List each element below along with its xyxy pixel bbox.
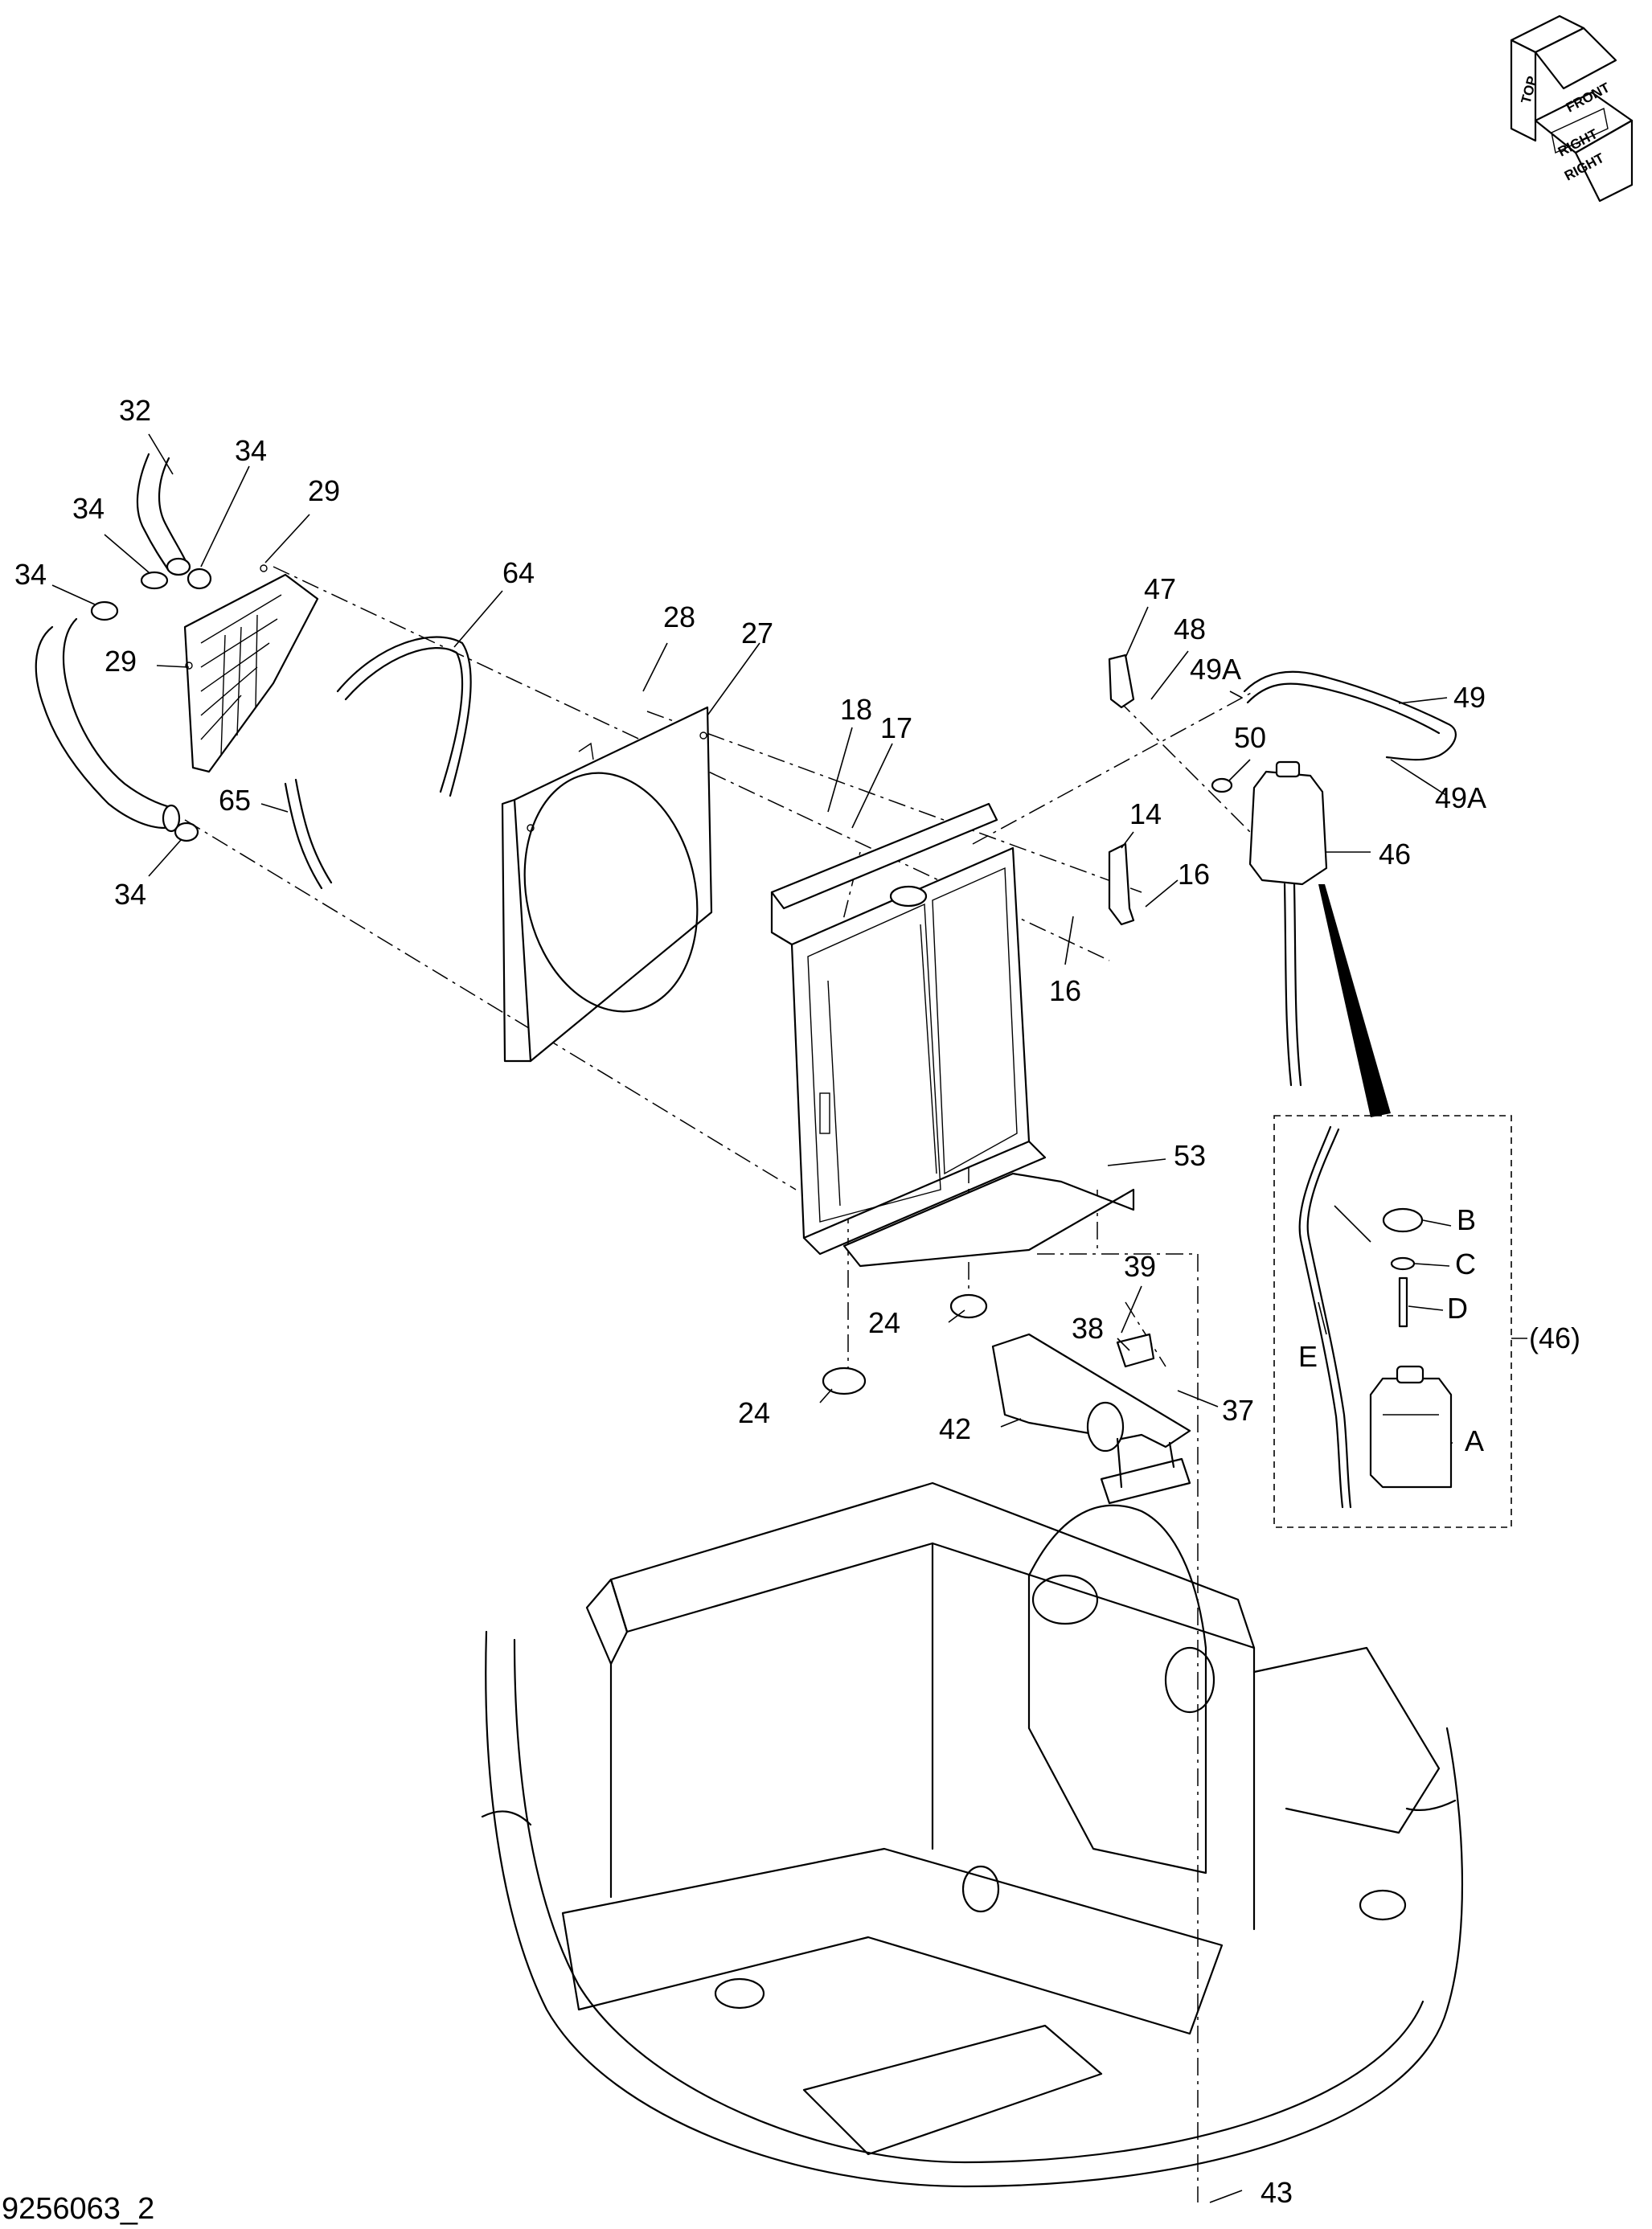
detail-oring-C bbox=[1390, 1256, 1416, 1271]
callout-32: 32 bbox=[119, 394, 151, 427]
bracket-42 bbox=[991, 1333, 1191, 1505]
callout-47: 47 bbox=[1144, 572, 1176, 605]
clamp-50 bbox=[1211, 777, 1233, 793]
callout-16-a: 16 bbox=[1178, 858, 1210, 891]
reserve-tank-46 bbox=[1248, 760, 1391, 1117]
hose-32 bbox=[136, 453, 191, 576]
callout-17: 17 bbox=[880, 711, 912, 744]
callout-34-d: 34 bbox=[114, 878, 146, 911]
callout-49A-a: 49A bbox=[1190, 653, 1241, 686]
detail-box bbox=[1273, 1115, 1512, 1528]
orientation-cube: TOP FRONT RIGHT RIGHT bbox=[1510, 14, 1634, 203]
callout-37: 37 bbox=[1222, 1394, 1254, 1427]
mount-38 bbox=[1116, 1333, 1155, 1368]
fan-shroud-27 bbox=[501, 706, 713, 1063]
detail-hose-E bbox=[1298, 1125, 1352, 1509]
upper-frame bbox=[481, 1481, 1463, 2188]
clamps-34 bbox=[90, 567, 212, 842]
seal-64 bbox=[336, 636, 472, 797]
callout-49: 49 bbox=[1453, 681, 1486, 714]
callout-18: 18 bbox=[840, 693, 872, 726]
bracket-47 bbox=[1108, 654, 1135, 709]
callout-C: C bbox=[1455, 1248, 1476, 1280]
callout-16-b: 16 bbox=[1049, 974, 1081, 1007]
callout-38: 38 bbox=[1072, 1312, 1104, 1345]
callout-labels: 32 34 34 34 34 29 29 64 65 28 27 18 17 1… bbox=[2, 394, 1580, 2226]
subassembly-ref: (46) bbox=[1529, 1321, 1580, 1354]
callout-E: E bbox=[1298, 1340, 1318, 1373]
callout-34-b: 34 bbox=[72, 492, 105, 525]
radiator bbox=[770, 802, 1047, 1256]
overflow-hose-49 bbox=[1243, 670, 1457, 761]
callout-39: 39 bbox=[1124, 1250, 1156, 1283]
callout-48: 48 bbox=[1174, 613, 1206, 645]
seal-65 bbox=[284, 778, 333, 890]
lower-plate bbox=[842, 1172, 1135, 1268]
callout-14: 14 bbox=[1129, 797, 1162, 830]
hose-lower bbox=[35, 617, 181, 833]
bracket-14 bbox=[1108, 842, 1135, 926]
callout-65: 65 bbox=[219, 784, 251, 817]
callout-64: 64 bbox=[502, 556, 535, 589]
callout-53: 53 bbox=[1174, 1139, 1206, 1172]
drawing-number: 9256063_2 bbox=[2, 2192, 154, 2226]
leader-lines bbox=[51, 433, 1527, 2203]
callout-24-b: 24 bbox=[738, 1396, 770, 1429]
detail-cap-B bbox=[1382, 1207, 1424, 1233]
callout-28: 28 bbox=[663, 600, 695, 633]
callout-24-a: 24 bbox=[868, 1306, 900, 1339]
callout-D: D bbox=[1447, 1292, 1468, 1325]
callout-50: 50 bbox=[1234, 721, 1266, 754]
callout-42: 42 bbox=[939, 1412, 971, 1445]
side-screen bbox=[183, 564, 319, 773]
callout-29-a: 29 bbox=[308, 474, 340, 507]
rubber-mounts-24 bbox=[822, 1293, 988, 1395]
callout-49A-b: 49A bbox=[1435, 781, 1486, 814]
callout-46: 46 bbox=[1379, 838, 1411, 871]
detail-tube-D bbox=[1398, 1276, 1408, 1328]
callout-29-b: 29 bbox=[105, 645, 137, 678]
assembly-lines bbox=[184, 566, 1295, 2202]
callout-27: 27 bbox=[741, 617, 773, 649]
callout-43: 43 bbox=[1261, 2176, 1293, 2209]
callout-34-c: 34 bbox=[14, 558, 47, 591]
detail-tank-A bbox=[1369, 1365, 1453, 1489]
callout-A: A bbox=[1465, 1424, 1484, 1457]
callout-B: B bbox=[1457, 1203, 1476, 1236]
callout-34-a: 34 bbox=[235, 434, 267, 467]
